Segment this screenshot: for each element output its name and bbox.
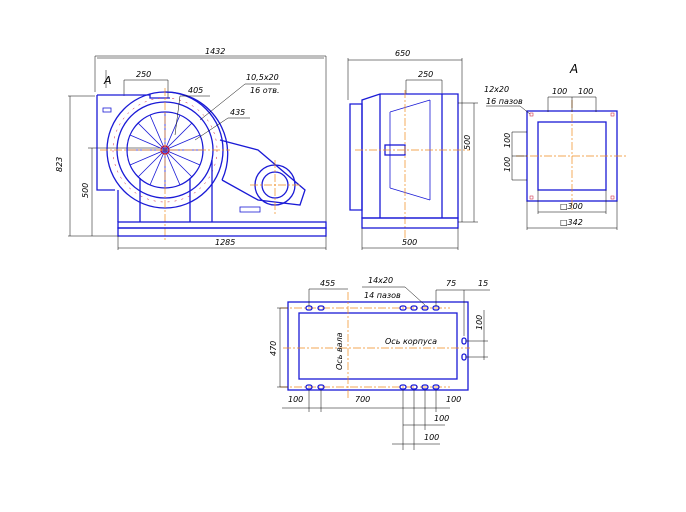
dim-inlet-offset: 250	[136, 70, 151, 79]
view-marker-a: A	[103, 74, 112, 87]
dim-right-edge: 15	[478, 279, 488, 288]
plan-view: 455 14x20 14 пазов 75 15 100 470 Ось вал…	[269, 276, 490, 450]
dim-pitch-b: 100	[424, 433, 439, 442]
body-axis-label: Ось корпуса	[385, 337, 437, 346]
dim-plan-slot-size: 14x20	[368, 276, 393, 285]
dim-diameter-outer: 435	[230, 108, 245, 117]
side-view: 650 250 500 500	[347, 49, 478, 250]
dim-side-height: 500	[463, 135, 472, 150]
dim-right-bottom: 100	[446, 395, 461, 404]
view-a: A 100 100 100 100 12x20 16 пазов □300 □3…	[484, 62, 628, 230]
dim-holes-count: 16 отв.	[250, 86, 280, 95]
dim-base-length: 1285	[215, 238, 235, 247]
dim-height: 823	[55, 157, 64, 172]
dim-slot-count: 16 пазов	[486, 97, 523, 106]
dim-plan-slot-count: 14 пазов	[364, 291, 401, 300]
dim-axis-height: 500	[81, 183, 90, 198]
dim-side-pitch-1: 100	[503, 133, 512, 148]
dim-shaft-offset: 455	[320, 279, 335, 288]
dim-left-pitch: 100	[288, 395, 303, 404]
dim-overall-length: 1432	[205, 47, 225, 56]
dim-plan-width: 470	[269, 341, 278, 356]
front-view: 1432 A 250 823 500	[55, 47, 327, 250]
dim-side-width: 650	[395, 49, 410, 58]
dim-side-offset: 250	[418, 70, 433, 79]
dim-side-pitch-2: 100	[503, 157, 512, 172]
dim-right-pitch: 75	[446, 279, 456, 288]
dim-inner-square: □300	[560, 202, 583, 211]
dim-slot-size: 12x20	[484, 85, 509, 94]
dim-plan-side-pitch: 100	[475, 315, 484, 330]
view-a-title: A	[569, 62, 578, 76]
dim-pitch-a: 100	[434, 414, 449, 423]
dim-side-base-width: 500	[402, 238, 417, 247]
dim-top-pitch-1: 100	[552, 87, 567, 96]
dim-plan-length: 700	[355, 395, 370, 404]
dim-diameter-inner: 405	[188, 86, 203, 95]
dim-top-pitch-2: 100	[578, 87, 593, 96]
shaft-axis-label: Ось вала	[335, 332, 344, 370]
dim-holes-size: 10,5x20	[246, 73, 279, 82]
dim-outer-square: □342	[560, 218, 583, 227]
